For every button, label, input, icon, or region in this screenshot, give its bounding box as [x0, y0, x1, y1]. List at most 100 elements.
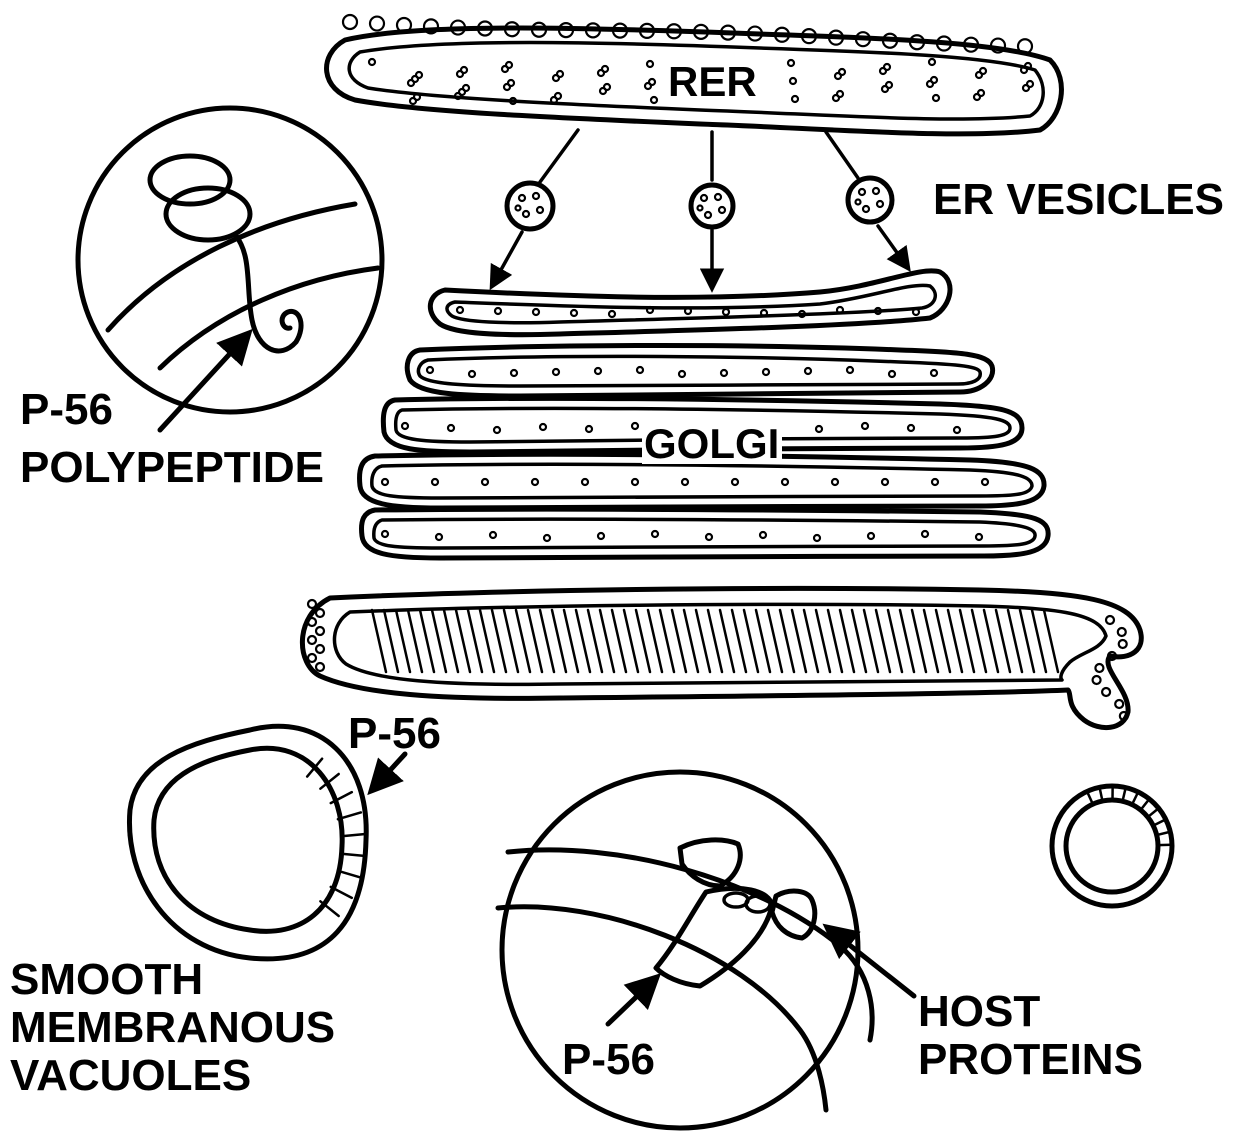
- rer-lumen-dot: [651, 97, 657, 103]
- golgi-dot: [582, 479, 588, 485]
- rer-lumen-dot: [880, 68, 886, 74]
- striation-line: [480, 610, 494, 672]
- edge-dot: [316, 663, 324, 671]
- rer-lumen-dot: [504, 84, 510, 90]
- rer-ribosomes: [343, 15, 1032, 53]
- striation-line: [864, 610, 878, 672]
- polypeptide-inset: [78, 108, 382, 412]
- membrane-striations: [372, 610, 1058, 672]
- er-vesicle-2: [691, 185, 733, 227]
- striation-line: [756, 610, 770, 672]
- golgi-dot: [637, 367, 643, 373]
- striation-line: [996, 610, 1010, 672]
- p56-band-small: [1157, 832, 1171, 835]
- striation-line: [576, 610, 590, 672]
- rer-lumen-dot: [792, 96, 798, 102]
- golgi-dot: [432, 479, 438, 485]
- golgi-dot: [490, 532, 496, 538]
- golgi-dot: [494, 427, 500, 433]
- striation-line: [528, 610, 542, 672]
- smooth-vacuoles-label-line3: VACUOLES: [10, 1051, 251, 1100]
- p56-vacuole-arrow: [372, 754, 405, 790]
- golgi-dot: [976, 534, 982, 540]
- golgi-dot: [932, 479, 938, 485]
- rer-lumen-dot: [645, 83, 651, 89]
- golgi-dot: [544, 535, 550, 541]
- golgi-dot: [954, 427, 960, 433]
- p56-band-small: [1132, 792, 1138, 805]
- golgi-cisterna-1: [430, 271, 950, 335]
- rer-lumen-dot: [976, 72, 982, 78]
- striation-line: [396, 610, 410, 672]
- striation-line: [420, 610, 434, 672]
- striation-line: [708, 610, 722, 672]
- p56-band: [342, 834, 366, 836]
- golgi-dot: [814, 535, 820, 541]
- golgi-label: GOLGI: [644, 420, 779, 467]
- golgi-dot: [732, 479, 738, 485]
- golgi-dot: [436, 534, 442, 540]
- smooth-vacuole-left: [129, 726, 366, 959]
- edge-dot: [1102, 688, 1110, 696]
- p56-vacuole-label: P-56: [348, 709, 441, 758]
- striation-line: [936, 610, 950, 672]
- striation-line: [780, 610, 794, 672]
- vesicle-to-golgi-arrow-1: [492, 232, 522, 286]
- striation-line: [960, 610, 974, 672]
- golgi-dot: [495, 308, 501, 314]
- host-proteins-label-line1: HOST: [918, 987, 1040, 1036]
- edge-dot: [308, 636, 316, 644]
- golgi-dot: [448, 425, 454, 431]
- striation-line: [684, 610, 698, 672]
- rer-to-vesicle-line-3: [826, 132, 858, 178]
- striation-line: [384, 610, 398, 672]
- golgi-dot: [862, 423, 868, 429]
- membrane-protein-inset: [498, 772, 872, 1128]
- striation-line: [1008, 610, 1022, 672]
- striation-line: [744, 610, 758, 672]
- golgi-dot: [427, 367, 433, 373]
- rer-lumen-dot: [369, 59, 375, 65]
- striation-line: [852, 610, 866, 672]
- golgi-dot: [511, 370, 517, 376]
- golgi-dot: [632, 479, 638, 485]
- golgi-dot: [706, 534, 712, 540]
- golgi-dot: [402, 423, 408, 429]
- golgi-stack: [360, 271, 1049, 558]
- striation-line: [1032, 610, 1046, 672]
- golgi-dot: [761, 310, 767, 316]
- ribosome: [343, 15, 357, 29]
- golgi-dot: [763, 369, 769, 375]
- golgi-dot: [908, 425, 914, 431]
- host-protein-right: [746, 891, 815, 938]
- modified-membrane-organelle: [302, 588, 1141, 727]
- striation-line: [432, 610, 446, 672]
- striation-line: [732, 610, 746, 672]
- ribosome: [370, 17, 384, 31]
- golgi-dot: [598, 533, 604, 539]
- golgi-dot: [868, 533, 874, 539]
- rer-lumen-dot: [1023, 85, 1029, 91]
- rer-lumen-dot: [833, 95, 839, 101]
- edge-dot: [316, 627, 324, 635]
- striation-line: [1044, 610, 1058, 672]
- polypeptide-arrow: [160, 334, 248, 430]
- rer-lumen-dot: [598, 70, 604, 76]
- rer-lumen-dot: [1021, 67, 1027, 73]
- striation-line: [720, 610, 734, 672]
- p56-band-small: [1123, 788, 1126, 802]
- striation-line: [924, 610, 938, 672]
- edge-dot: [316, 645, 324, 653]
- edge-dot: [308, 600, 316, 608]
- striation-line: [768, 610, 782, 672]
- golgi-dot: [682, 479, 688, 485]
- golgi-dot: [553, 369, 559, 375]
- striation-line: [804, 610, 818, 672]
- golgi-dot: [382, 479, 388, 485]
- edge-dot: [1095, 664, 1103, 672]
- striation-line: [660, 610, 674, 672]
- smooth-vacuoles-label-line1: SMOOTH: [10, 955, 203, 1004]
- striation-line: [468, 610, 482, 672]
- striation-line: [552, 610, 566, 672]
- golgi-dot: [647, 307, 653, 313]
